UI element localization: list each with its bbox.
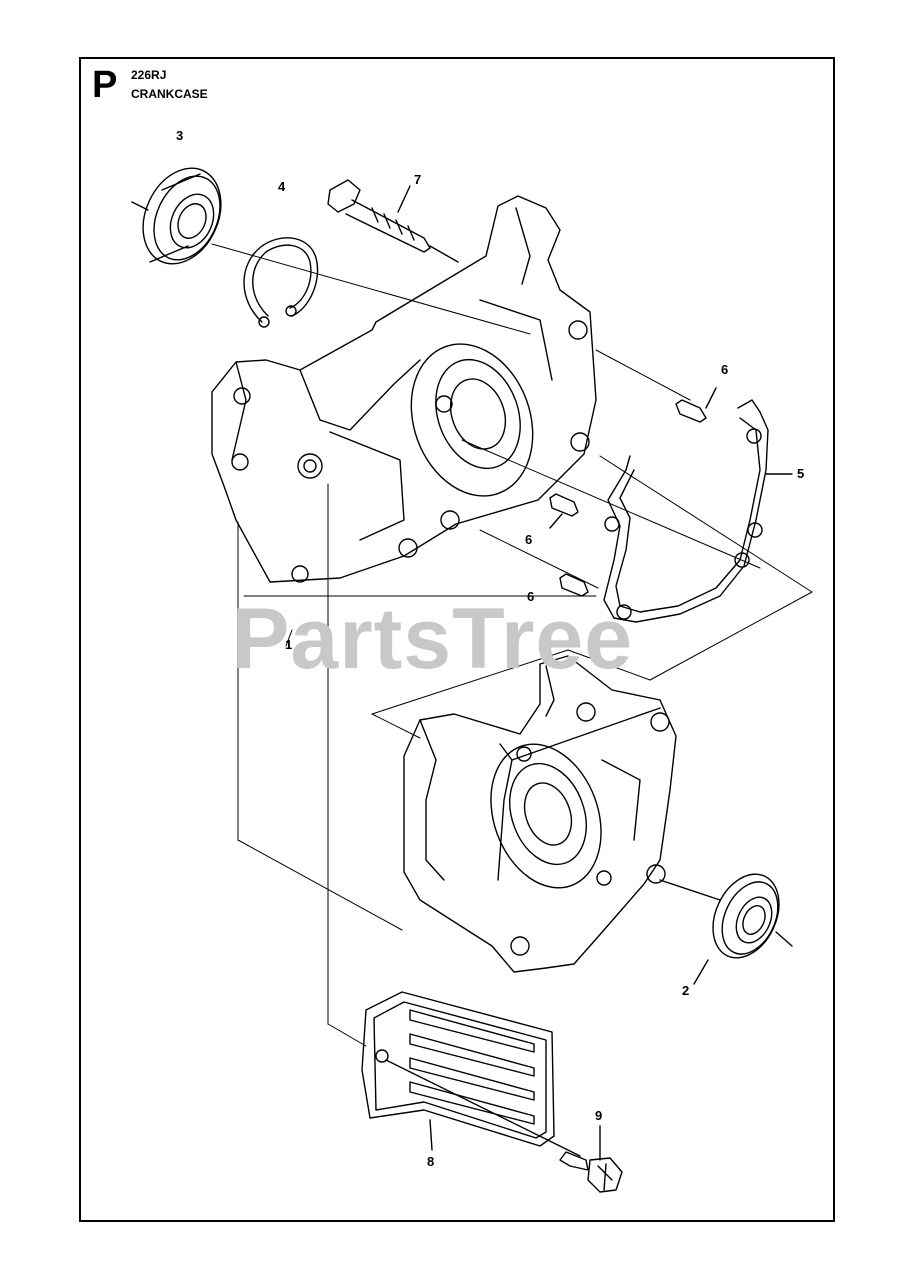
dowel-pin-part-6-b[interactable] [549,493,579,529]
callout-2: 2 [682,983,689,998]
circlip-part-4[interactable] [243,237,319,328]
diagram-title: CRANKCASE [131,87,208,101]
callout-3: 3 [176,128,183,143]
heat-shield-part-8[interactable] [361,991,581,1157]
watermark: PartsTree [232,591,634,687]
callout-9: 9 [595,1108,602,1123]
callout-6-b: 6 [525,532,532,547]
seal-part-2[interactable] [693,863,793,985]
diagram-frame [79,57,835,1222]
crankcase-half-upper-part-1[interactable] [211,195,597,583]
assembly-leader-lines [211,243,813,1047]
model-label: 226RJ [131,68,167,82]
callout-8: 8 [427,1154,434,1169]
gasket-part-5[interactable] [603,399,793,623]
callout-6-a: 6 [721,362,728,377]
callout-1: 1 [285,637,292,652]
callout-4: 4 [278,179,286,194]
callout-5: 5 [797,466,804,481]
seal-part-3[interactable] [128,155,236,276]
bolt-part-7[interactable] [327,179,459,263]
section-letter: P [92,64,118,106]
callout-7: 7 [414,172,421,187]
crankcase-half-lower-part-1[interactable] [403,655,721,973]
callout-6-c: 6 [527,589,534,604]
screw-part-9[interactable] [559,1125,623,1193]
dowel-pin-part-6-a[interactable] [675,387,717,423]
